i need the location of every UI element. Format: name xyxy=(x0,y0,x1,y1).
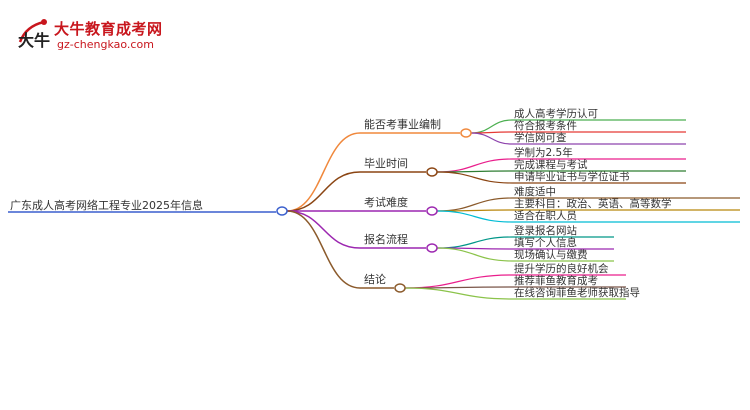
leaf-label: 申请毕业证书与学位证书 xyxy=(514,170,630,183)
branch-label: 报名流程 xyxy=(364,232,408,246)
leaf-connector xyxy=(404,274,513,289)
leaf-label: 完成课程与考试 xyxy=(514,158,588,171)
leaf-connector xyxy=(436,236,513,249)
root-label: 广东成人高考网络工程专业2025年信息 xyxy=(10,198,203,212)
branch-node xyxy=(460,128,472,138)
leaf-connector xyxy=(436,247,513,262)
leaf-label: 成人高考学历认可 xyxy=(514,107,598,120)
leaf-label: 填写个人信息 xyxy=(514,236,577,249)
leaf-connector xyxy=(404,287,513,300)
branch-connector xyxy=(286,210,361,289)
leaf-label: 提升学历的良好机会 xyxy=(514,262,609,275)
branch-label: 考试难度 xyxy=(364,195,408,209)
leaf-connector xyxy=(436,171,513,184)
logo-glyphs: 大牛 xyxy=(18,31,50,50)
leaf-connector xyxy=(470,119,513,134)
leaf-label: 登录报名网站 xyxy=(514,224,577,237)
branch-connector xyxy=(286,171,361,212)
logo-icon: 大牛 xyxy=(18,19,50,50)
branch-label: 结论 xyxy=(364,272,386,286)
branch-connector xyxy=(286,210,361,249)
logo-title: 大牛教育成考网 xyxy=(54,20,163,38)
leaf-label: 推荐菲鱼教育成考 xyxy=(514,274,598,287)
leaf-label: 学制为2.5年 xyxy=(514,146,573,159)
leaf-label: 在线咨询菲鱼老师获取指导 xyxy=(514,286,640,299)
branch-label: 毕业时间 xyxy=(364,157,408,170)
leaf-connector xyxy=(436,158,513,173)
leaf-label: 难度适中 xyxy=(514,185,556,198)
mindmap-nodes: 广东成人高考网络工程专业2025年信息 能否考事业编制 成人高考学历认可符合报考条件… xyxy=(10,107,672,299)
branch-connector xyxy=(286,132,361,212)
branch-label: 能否考事业编制 xyxy=(364,117,441,131)
leaf-label: 现场确认与缴费 xyxy=(514,248,588,261)
mindmap-edges xyxy=(8,119,740,300)
leaf-connector xyxy=(470,132,513,145)
leaf-label: 符合报考条件 xyxy=(514,119,577,132)
leaf-label: 学信网可查 xyxy=(514,131,567,144)
leaf-connector xyxy=(436,197,513,212)
leaf-label: 主要科目：政治、英语、高等数学 xyxy=(514,197,672,210)
branch-node xyxy=(394,283,406,293)
branch-node xyxy=(426,167,438,177)
branch-node xyxy=(426,243,438,253)
logo-url: gz-chengkao.com xyxy=(57,38,154,51)
branch-node xyxy=(426,206,438,216)
leaf-label: 适合在职人员 xyxy=(514,209,577,222)
leaf-connector xyxy=(436,210,513,223)
root-node xyxy=(276,206,288,216)
